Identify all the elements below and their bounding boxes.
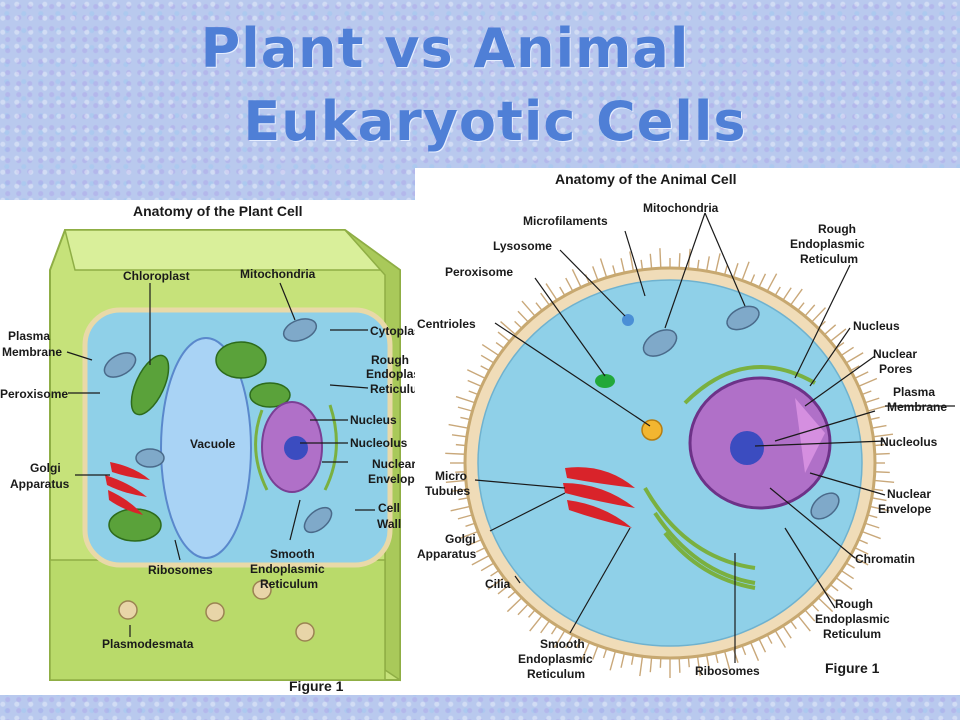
label-mitochondria: Mitochondria [240,267,316,281]
animal-golgi-shape [563,467,635,528]
label-golgi-1: Golgi [30,461,61,475]
plant-nucleus-shape [254,401,338,493]
plant-golgi-shape [105,462,150,515]
animal-figure-label: Figure 1 [825,660,880,676]
label-cytoplasm: Cytoplas [370,324,421,338]
label-vacuole: Vacuole [190,437,236,451]
label-plasma-2: Membrane [2,345,62,359]
label-nuclear-pores-2: Pores [879,362,913,376]
label-animal-nucleolus: Nucleolus [880,435,938,449]
label-animal-nucleus: Nucleus [853,319,900,333]
label-ribosomes: Ribosomes [148,563,213,577]
label-nuclear-2: Envelop [368,472,415,486]
label-animal-smooth-2: Endoplasmic [518,652,593,666]
label-animal-golgi-1: Golgi [445,532,476,546]
slide-title-line1: Plant vs Animal [200,17,690,80]
label-plasma-2: Membrane [887,400,947,414]
animal-leader-lines [474,212,955,663]
label-rough-bot-2: Endoplasmic [815,612,890,626]
label-nucleolus: Nucleolus [350,436,408,450]
label-micro-2: Tubules [425,484,470,498]
peroxisome-shape [595,374,615,388]
label-nuclear-1: Nuclear [372,457,416,471]
label-centrioles: Centrioles [417,317,476,331]
chloroplast-shapes [108,341,291,542]
label-golgi-2: Apparatus [10,477,70,491]
centriole-shape [641,419,663,441]
label-rough-bot-1: Rough [835,597,873,611]
label-animal-peroxisome: Peroxisome [445,265,513,279]
label-nuclear-pores-1: Nuclear [873,347,917,361]
label-rough-1: Rough [371,353,409,367]
plasmodesmata-shapes [118,580,315,642]
plant-figure-label: Figure 1 [289,678,344,694]
label-chromatin: Chromatin [855,552,915,566]
label-rough-3: Reticulu [370,382,417,396]
label-cilia: Cilia [485,577,511,591]
label-rough-top-3: Reticulum [800,252,858,266]
plant-cell-diagram: Anatomy of the Plant Cell [0,200,440,695]
cilia-fringe-shape [445,248,895,678]
plant-mitochondria-shapes [103,318,333,534]
label-animal-smooth-3: Reticulum [527,667,585,681]
label-rough-bot-3: Reticulum [823,627,881,641]
label-cellwall-2: Wall [377,517,401,531]
animal-nucleus-shape [688,376,832,510]
vacuole-shape [160,337,252,559]
label-animal-golgi-2: Apparatus [417,547,477,561]
label-rough-2: Endoplas [366,367,420,381]
animal-cell-diagram: Anatomy of the Animal Cell [415,168,960,695]
lysosome-shape [622,314,634,326]
label-smooth-2: Endoplasmic [250,562,325,576]
slide-title-line2: Eukaryotic Cells [243,90,747,153]
label-smooth-1: Smooth [270,547,315,561]
label-nucleus: Nucleus [350,413,397,427]
label-animal-smooth-1: Smooth [540,637,585,651]
label-plasma-1: Plasma [893,385,935,399]
label-cellwall-1: Cell [378,501,400,515]
label-rough-top-2: Endoplasmic [790,237,865,251]
label-rough-top-1: Rough [818,222,856,236]
plant-heading: Anatomy of the Plant Cell [133,203,303,219]
label-chloroplast: Chloroplast [123,269,190,283]
label-nuclear-env-2: Envelope [878,502,932,516]
label-lysosome: Lysosome [493,239,552,253]
label-plasmodesmata: Plasmodesmata [102,637,194,651]
animal-heading: Anatomy of the Animal Cell [555,171,737,187]
label-micro-1: Micro [435,469,467,483]
label-animal-mitochondria: Mitochondria [643,201,719,215]
label-smooth-3: Reticulum [260,577,318,591]
label-nuclear-env-1: Nuclear [887,487,931,501]
label-peroxisome: Peroxisome [0,387,68,401]
animal-mitochondria-shapes [642,305,840,520]
label-microfilaments: Microfilaments [523,214,608,228]
label-plasma-1: Plasma [8,329,50,343]
plant-leader-lines [66,282,375,637]
animal-cytoplasm-shape [477,279,863,647]
label-animal-ribosomes: Ribosomes [695,664,760,678]
